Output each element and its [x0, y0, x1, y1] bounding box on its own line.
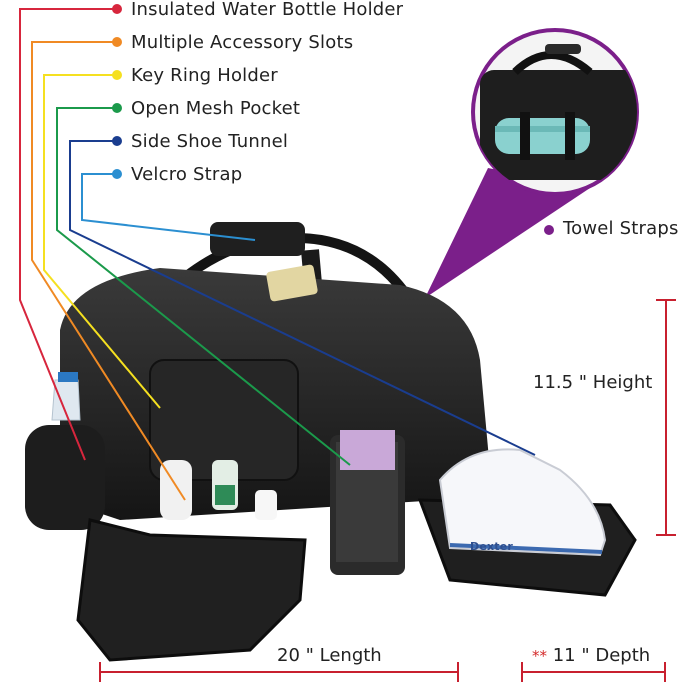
leader-line-water-bottle — [19, 8, 117, 461]
feature-leader-lines — [19, 8, 536, 501]
towel-straps-label: Towel Straps — [563, 218, 679, 239]
feature-dot-4 — [112, 103, 122, 113]
duffel-bag — [25, 222, 637, 662]
feature-dot-5 — [112, 136, 122, 146]
leader-line-accessory — [31, 41, 186, 501]
feature-label-shoe-tunnel: Side Shoe Tunnel — [131, 131, 289, 152]
feature-label-mesh-pocket: Open Mesh Pocket — [131, 98, 301, 119]
depth-value: 11 " Depth — [552, 645, 651, 666]
length-label: 20 " Length — [277, 645, 382, 666]
feature-label-velcro: Velcro Strap — [131, 164, 243, 185]
towel-callout-cone — [425, 168, 590, 298]
leader-line-mesh-pocket — [56, 107, 351, 466]
feature-label-key-ring: Key Ring Holder — [131, 65, 278, 86]
dimension-lines — [99, 299, 676, 682]
leader-line-key-ring — [43, 74, 161, 409]
feature-dot-3 — [112, 70, 122, 80]
towel-dot — [544, 225, 554, 235]
leader-line-shoe-tunnel — [69, 140, 536, 456]
depth-footnote-mark: ** — [532, 647, 547, 665]
shoe-brand-text: Dexter — [470, 540, 514, 553]
feature-dot-2 — [112, 37, 122, 47]
leader-line-velcro — [81, 173, 256, 241]
feature-dot-6 — [112, 169, 122, 179]
feature-label-water-bottle: Insulated Water Bottle Holder — [131, 0, 404, 20]
feature-dot-1 — [112, 4, 122, 14]
height-label: 11.5 " Height — [533, 372, 653, 393]
feature-label-accessory-slots: Multiple Accessory Slots — [131, 32, 354, 53]
depth-label: ** 11 " Depth — [532, 645, 650, 666]
inset-bag-image — [480, 44, 637, 180]
